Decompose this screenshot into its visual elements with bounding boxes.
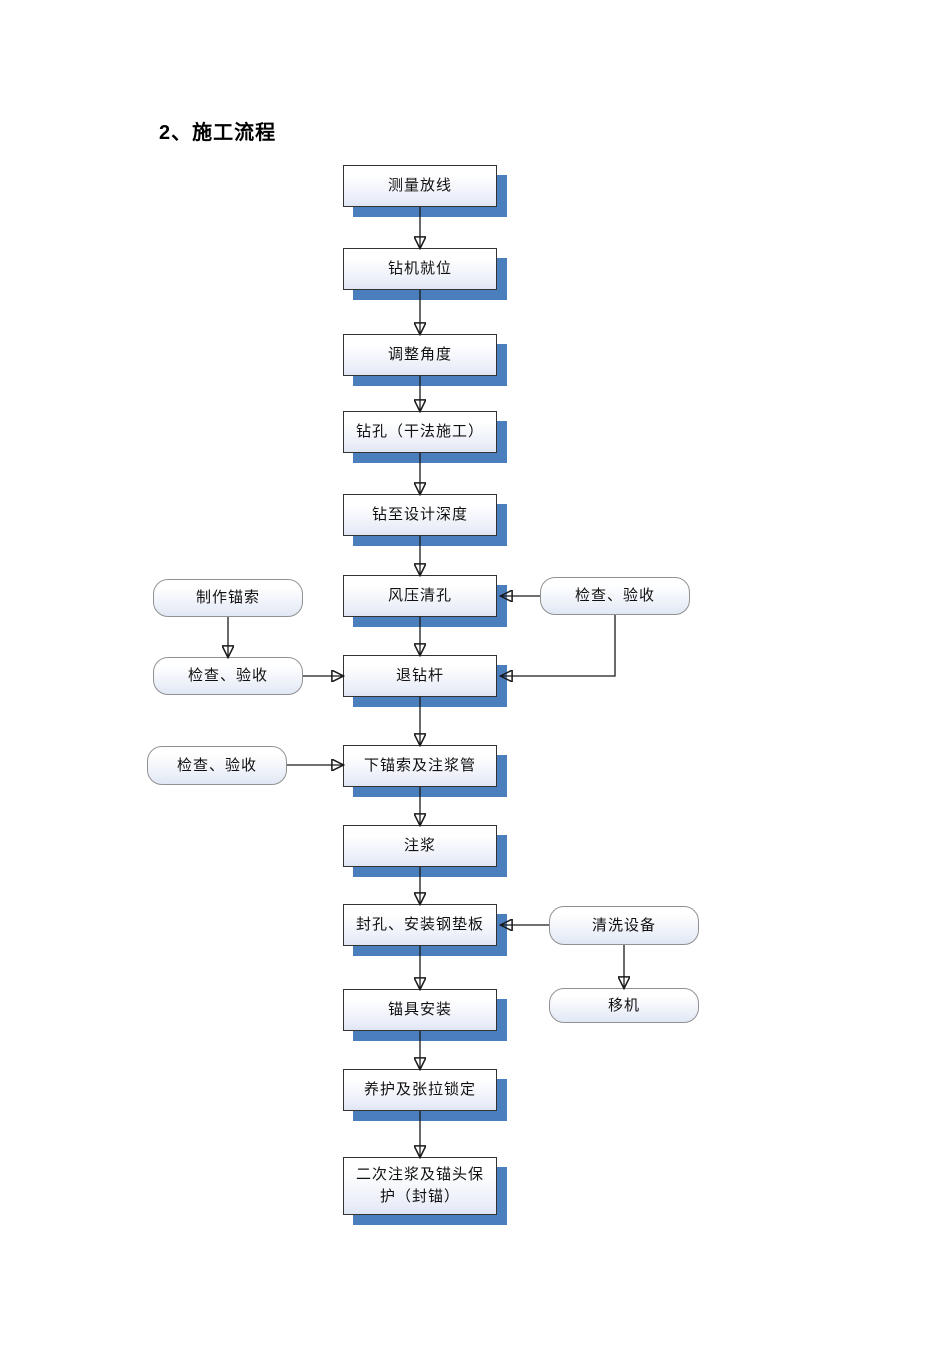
flow-step-label: 二次注浆及锚头保护（封锚） — [355, 1166, 484, 1205]
side-step-label: 清洗设备 — [591, 916, 656, 934]
flow-step-seal-hole-install-steel-plate: 封孔、安装钢垫板 — [343, 904, 497, 946]
flow-step-curing-tension-locking: 养护及张拉锁定 — [343, 1069, 497, 1111]
flow-step-adjust-angle: 调整角度 — [343, 334, 497, 376]
flow-step-label: 养护及张拉锁定 — [363, 1081, 476, 1099]
side-step-label: 检查、验收 — [176, 756, 257, 774]
flow-step-label: 下锚索及注浆管 — [363, 757, 476, 775]
flow-step-drill-rig-positioning: 钻机就位 — [343, 248, 497, 290]
flow-step-drilling-dry-method: 钻孔（干法施工） — [343, 411, 497, 453]
flow-step-withdraw-drill-rod: 退钻杆 — [343, 655, 497, 697]
flow-step-anchorage-installation: 锚具安装 — [343, 989, 497, 1031]
flow-step-label: 钻至设计深度 — [371, 506, 468, 524]
flow-step-drill-to-design-depth: 钻至设计深度 — [343, 494, 497, 536]
flow-step-label: 锚具安装 — [387, 1001, 452, 1019]
side-step-inspection-acceptance-left: 检查、验收 — [153, 657, 303, 695]
flow-step-secondary-grouting-anchor-head-protection: 二次注浆及锚头保护（封锚） — [343, 1157, 497, 1215]
flow-step-label: 封孔、安装钢垫板 — [355, 916, 484, 934]
flow-step-label: 退钻杆 — [395, 667, 444, 685]
flow-step-survey-layout: 测量放线 — [343, 165, 497, 207]
connector-inspect2-to-withdraw — [501, 615, 616, 676]
side-step-label: 制作锚索 — [195, 589, 260, 607]
flow-step-air-pressure-hole-cleaning: 风压清孔 — [343, 575, 497, 617]
side-step-label: 检查、验收 — [187, 667, 268, 685]
side-step-move-rig: 移机 — [549, 988, 699, 1023]
section-title: 2、施工流程 — [159, 122, 277, 144]
flow-step-grouting: 注浆 — [343, 825, 497, 867]
flow-step-label: 风压清孔 — [387, 587, 452, 605]
side-step-clean-equipment: 清洗设备 — [549, 906, 699, 945]
flow-step-label: 钻机就位 — [387, 260, 452, 278]
side-step-label: 移机 — [607, 996, 640, 1014]
flow-step-label: 测量放线 — [387, 177, 452, 195]
flow-step-install-anchor-cable-grout-pipe: 下锚索及注浆管 — [343, 745, 497, 787]
flow-step-label: 注浆 — [403, 837, 436, 855]
side-step-inspection-acceptance-right: 检查、验收 — [540, 577, 690, 615]
flow-step-label: 钻孔（干法施工） — [355, 423, 484, 441]
side-step-label: 检查、验收 — [574, 587, 655, 605]
flow-step-label: 调整角度 — [387, 346, 452, 364]
side-step-fabricate-anchor-cable: 制作锚索 — [153, 579, 303, 617]
side-step-inspection-acceptance-lower: 检查、验收 — [147, 746, 287, 785]
